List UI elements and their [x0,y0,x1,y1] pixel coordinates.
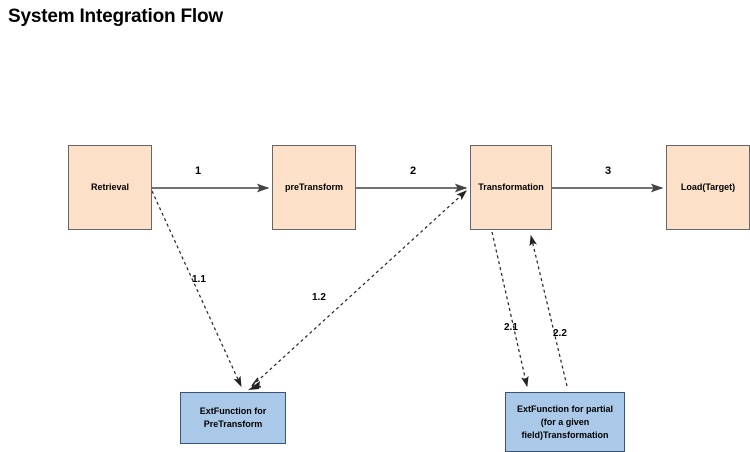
edge-label-1-2: 1.2 [312,292,326,303]
edge-label-2: 2 [410,165,417,177]
edge-ext-pre-to-transformation [248,190,467,390]
node-label: Retrieval [90,182,130,192]
node-retrieval[interactable]: Retrieval [68,145,152,230]
node-label: Load(Target) [680,182,736,192]
edge-label-2-2: 2.2 [553,328,567,339]
edge-label-1: 1 [195,165,202,177]
node-extfunction-pretransform[interactable]: ExtFunction for PreTransform [180,392,286,444]
node-extfunction-partial-transformation[interactable]: ExtFunction for partial (for a given fie… [505,392,625,452]
edge-label-1-1: 1.1 [192,274,206,285]
node-pretransform[interactable]: preTransform [272,145,356,230]
edge-ext-partial-to-transformation [529,234,568,387]
edge-label-3: 3 [605,165,612,177]
node-load-target[interactable]: Load(Target) [666,145,750,230]
edge-retrieval-to-ext-pre [151,190,242,388]
edge-label-2-1: 2.1 [504,322,518,333]
node-label: Transformation [478,182,544,192]
node-label: ExtFunction for partial (for a given fie… [516,403,613,440]
node-label: ExtFunction for PreTransform [199,406,267,429]
node-transformation[interactable]: Transformation [470,145,552,230]
node-label: preTransform [284,182,344,192]
edge-transformation-to-ext-partial [491,231,529,388]
page-title: System Integration Flow [8,6,223,27]
